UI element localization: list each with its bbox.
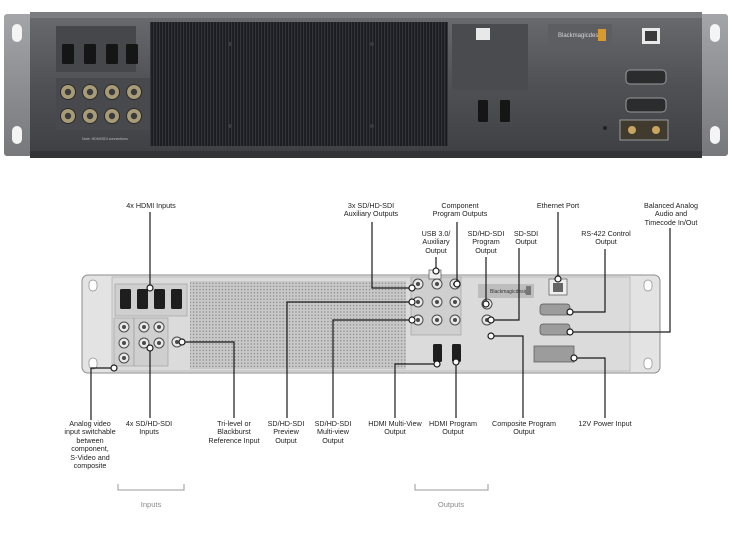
rear-panel-diagram: Blackmagicdesign bbox=[81, 212, 671, 491]
diagram-bnc-connector bbox=[431, 314, 443, 326]
diagram-bnc-connector bbox=[153, 321, 165, 333]
diagram-bnc-connector bbox=[431, 278, 443, 290]
label-power-input: 12V Power Input bbox=[578, 419, 632, 428]
leader-lines bbox=[90, 212, 671, 420]
photo-bnc-connector bbox=[104, 84, 120, 100]
leader-sdi-multiview-output bbox=[332, 319, 412, 418]
hdmi-input-2 bbox=[137, 289, 148, 309]
leader-endpoint-dot bbox=[408, 284, 416, 292]
label-sdi-aux-outputs: 3x SD/HD-SDI Auxiliary Outputs bbox=[343, 201, 399, 219]
diagram-bnc-connector bbox=[449, 314, 461, 326]
photo-bnc-connector bbox=[126, 108, 142, 124]
label-rs422-output: RS-422 Control Output bbox=[581, 229, 631, 247]
diagram-bnc-connector bbox=[118, 321, 130, 333]
heatsink-fins bbox=[150, 22, 448, 146]
diagram-bnc-connector bbox=[118, 352, 130, 364]
label-component-outputs: Component Program Outputs bbox=[432, 201, 488, 219]
power-input bbox=[533, 345, 575, 363]
audio-port bbox=[539, 323, 571, 336]
hdmi-input-3 bbox=[154, 289, 165, 309]
leader-endpoint-dot bbox=[566, 308, 574, 316]
leader-balanced-audio bbox=[570, 228, 671, 333]
leader-endpoint-dot bbox=[570, 354, 578, 362]
label-reference-input: Tri-level or Blackburst Reference Input bbox=[208, 419, 260, 445]
leader-reference-input bbox=[182, 341, 235, 418]
diagram-bnc-connector bbox=[138, 337, 150, 349]
leader-endpoint-dot bbox=[432, 267, 440, 275]
photo-fine-print: Note: HDMI/SDI connections bbox=[82, 137, 128, 141]
photo-power-input bbox=[619, 119, 669, 141]
label-sdi-preview-output: SD/HD-SDI Preview Output bbox=[267, 419, 305, 445]
leader-sd-sdi-output bbox=[491, 248, 520, 321]
leader-composite-output bbox=[491, 335, 524, 418]
hdmi-input-4 bbox=[171, 289, 182, 309]
leader-hdmi-multiview-output bbox=[394, 363, 437, 418]
leader-endpoint-dot bbox=[146, 284, 154, 292]
label-composite-output: Composite Program Output bbox=[492, 419, 556, 437]
leader-endpoint-dot bbox=[408, 316, 416, 324]
leader-sdi-aux-outputs bbox=[371, 222, 412, 289]
leader-rs422-output bbox=[570, 249, 606, 313]
rack-ear-right bbox=[700, 14, 728, 156]
rs422-port bbox=[539, 303, 571, 316]
leader-endpoint-dot bbox=[482, 300, 490, 308]
leader-endpoint-dot bbox=[487, 316, 495, 324]
diagram-bnc-connector bbox=[118, 337, 130, 349]
leader-endpoint-dot bbox=[178, 338, 186, 346]
label-hdmi-program-output: HDMI Program Output bbox=[429, 419, 477, 437]
leader-endpoint-dot bbox=[487, 332, 495, 340]
leader-endpoint-dot bbox=[110, 364, 118, 372]
label-balanced-audio: Balanced Analog Audio and Timecode In/Ou… bbox=[644, 201, 698, 227]
leader-endpoint-dot bbox=[408, 298, 416, 306]
leader-endpoint-dot bbox=[453, 280, 461, 288]
group-label-outputs: Outputs bbox=[437, 500, 465, 509]
diagram-brand-logo: Blackmagicdesign bbox=[490, 289, 531, 295]
label-sd-sdi-output: SD-SDI Output bbox=[513, 229, 539, 247]
photo-dsub-1 bbox=[625, 69, 667, 85]
group-label-inputs: Inputs bbox=[140, 500, 162, 509]
diagram-bnc-connector bbox=[138, 321, 150, 333]
label-analog-video-input: Analog video input switchable between co… bbox=[64, 419, 116, 471]
rack-ear-left bbox=[4, 14, 32, 156]
label-sdi-inputs: 4x SD/HD-SDI Inputs bbox=[125, 419, 173, 437]
photo-bnc-connector bbox=[126, 84, 142, 100]
diagram-bnc-connector bbox=[153, 337, 165, 349]
hdmi-input-1 bbox=[120, 289, 131, 309]
diagram-bnc-connector bbox=[412, 278, 424, 290]
leader-endpoint-dot bbox=[146, 344, 154, 352]
diagram-bnc-connector bbox=[449, 296, 461, 308]
rear-panel-photo: Blackmagicdesign Note: HDMI/SDI connecti… bbox=[4, 12, 728, 158]
hdmi-multiview-output bbox=[433, 344, 442, 362]
outputs-bracket bbox=[414, 484, 489, 491]
leader-endpoint-dot bbox=[433, 360, 441, 368]
label-usb-aux-output: USB 3.0/ Auxiliary Output bbox=[421, 229, 451, 255]
leader-endpoint-dot bbox=[566, 328, 574, 336]
label-sdi-multiview-output: SD/HD-SDI Multi-view Output bbox=[314, 419, 352, 445]
label-sdi-program-output: SD/HD-SDI Program Output bbox=[467, 229, 505, 255]
leader-power-input bbox=[574, 357, 606, 418]
photo-bnc-connector bbox=[60, 108, 76, 124]
label-hdmi-multiview-output: HDMI Multi-View Output bbox=[368, 419, 422, 437]
leader-endpoint-dot bbox=[554, 275, 562, 283]
label-ethernet-port: Ethernet Port bbox=[536, 201, 580, 210]
photo-hdmi-inputs bbox=[56, 26, 138, 72]
photo-bnc-connector bbox=[60, 84, 76, 100]
diagram-heatsink bbox=[190, 281, 406, 369]
leader-analog-video-input bbox=[90, 367, 114, 420]
photo-bnc-connector bbox=[82, 108, 98, 124]
leader-endpoints bbox=[110, 267, 578, 372]
label-hdmi-inputs: 4x HDMI Inputs bbox=[126, 201, 176, 210]
photo-bnc-connector bbox=[82, 84, 98, 100]
leader-sdi-preview-output bbox=[286, 301, 412, 418]
diagram-bnc-connector bbox=[412, 296, 424, 308]
diagram-bnc-connector bbox=[431, 296, 443, 308]
photo-brand-logo: Blackmagicdesign bbox=[558, 33, 606, 39]
leader-endpoint-dot bbox=[452, 358, 460, 366]
photo-bnc-connector bbox=[104, 108, 120, 124]
inputs-bracket bbox=[117, 484, 185, 491]
hdmi-program-output bbox=[452, 344, 461, 362]
photo-dsub-2 bbox=[625, 97, 667, 113]
